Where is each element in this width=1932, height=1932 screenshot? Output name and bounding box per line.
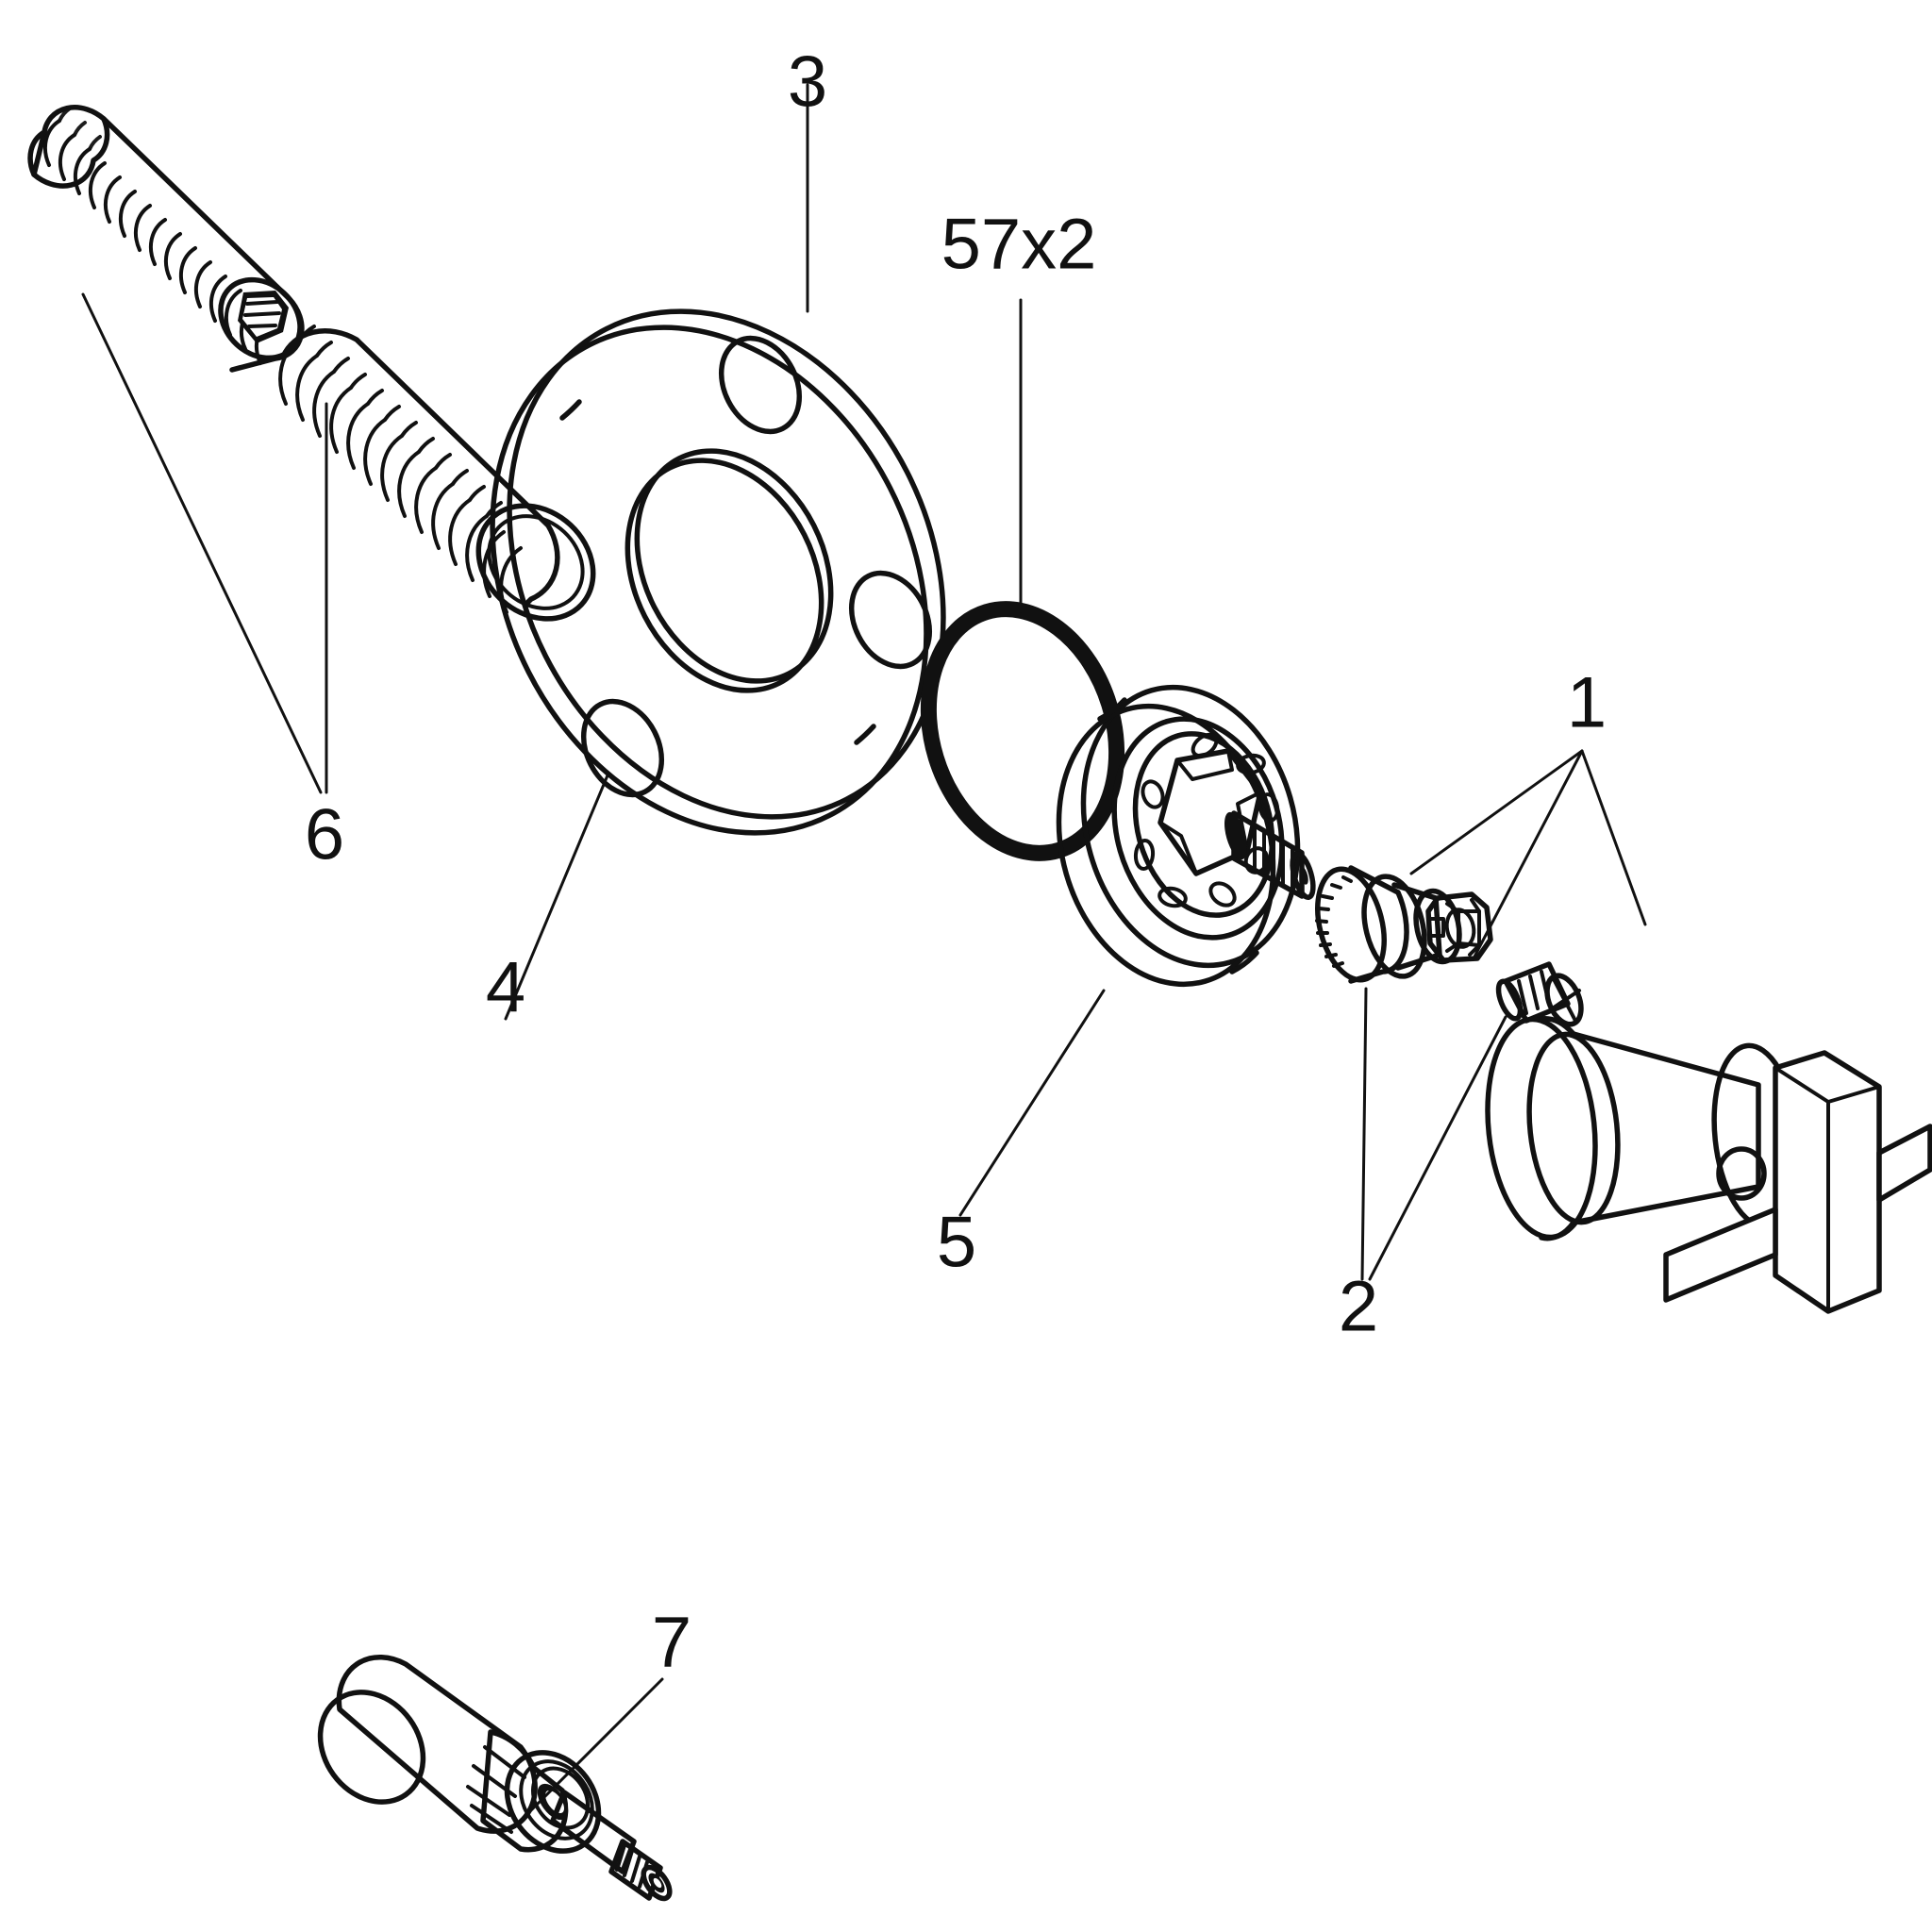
leader-line-1c <box>1580 749 1647 926</box>
part-threaded-extension-sleeve <box>278 325 596 622</box>
leader-line-6a <box>81 292 323 794</box>
leader-line-5 <box>958 989 1106 1217</box>
flange-fixing-hole <box>718 335 803 435</box>
callout-label-4: 4 <box>486 947 525 1027</box>
callout-label-6: 6 <box>305 794 344 874</box>
callout-label-3: 3 <box>788 42 827 122</box>
part-handle-adapter <box>1315 865 1493 984</box>
part-fixing-screw <box>1495 961 1584 1027</box>
leader-line-7 <box>519 1677 664 1823</box>
callout-label-7: 7 <box>652 1602 691 1682</box>
leader-line-1b <box>1472 749 1584 960</box>
part-cross-handle <box>1485 1015 1932 1314</box>
flange-fixing-hole <box>580 698 665 798</box>
leader-line-2a <box>1360 987 1368 1281</box>
part-o-ring <box>920 601 1125 861</box>
part-valve-cartridge <box>1056 684 1316 988</box>
leader-line-1a <box>1409 749 1584 875</box>
part-threaded-extension-rod <box>27 105 305 373</box>
castellated-collet <box>1425 891 1493 963</box>
cross-handle-arms <box>1663 1050 1932 1314</box>
leader-line-4 <box>504 774 609 1021</box>
part-escutcheon-flange <box>490 308 946 836</box>
callout-label-dimension: 57x2 <box>941 204 1097 284</box>
callout-label-2: 2 <box>1339 1266 1378 1346</box>
part-replacement-cartridge <box>317 1654 673 1902</box>
leader-line-2b <box>1368 1015 1507 1281</box>
callout-labels: 3 57x2 6 4 5 2 1 7 <box>305 42 1607 1682</box>
callout-label-1: 1 <box>1567 662 1607 742</box>
callout-label-5: 5 <box>937 1202 976 1282</box>
flange-fixing-hole <box>848 570 933 670</box>
leader-lines <box>81 83 1647 1823</box>
